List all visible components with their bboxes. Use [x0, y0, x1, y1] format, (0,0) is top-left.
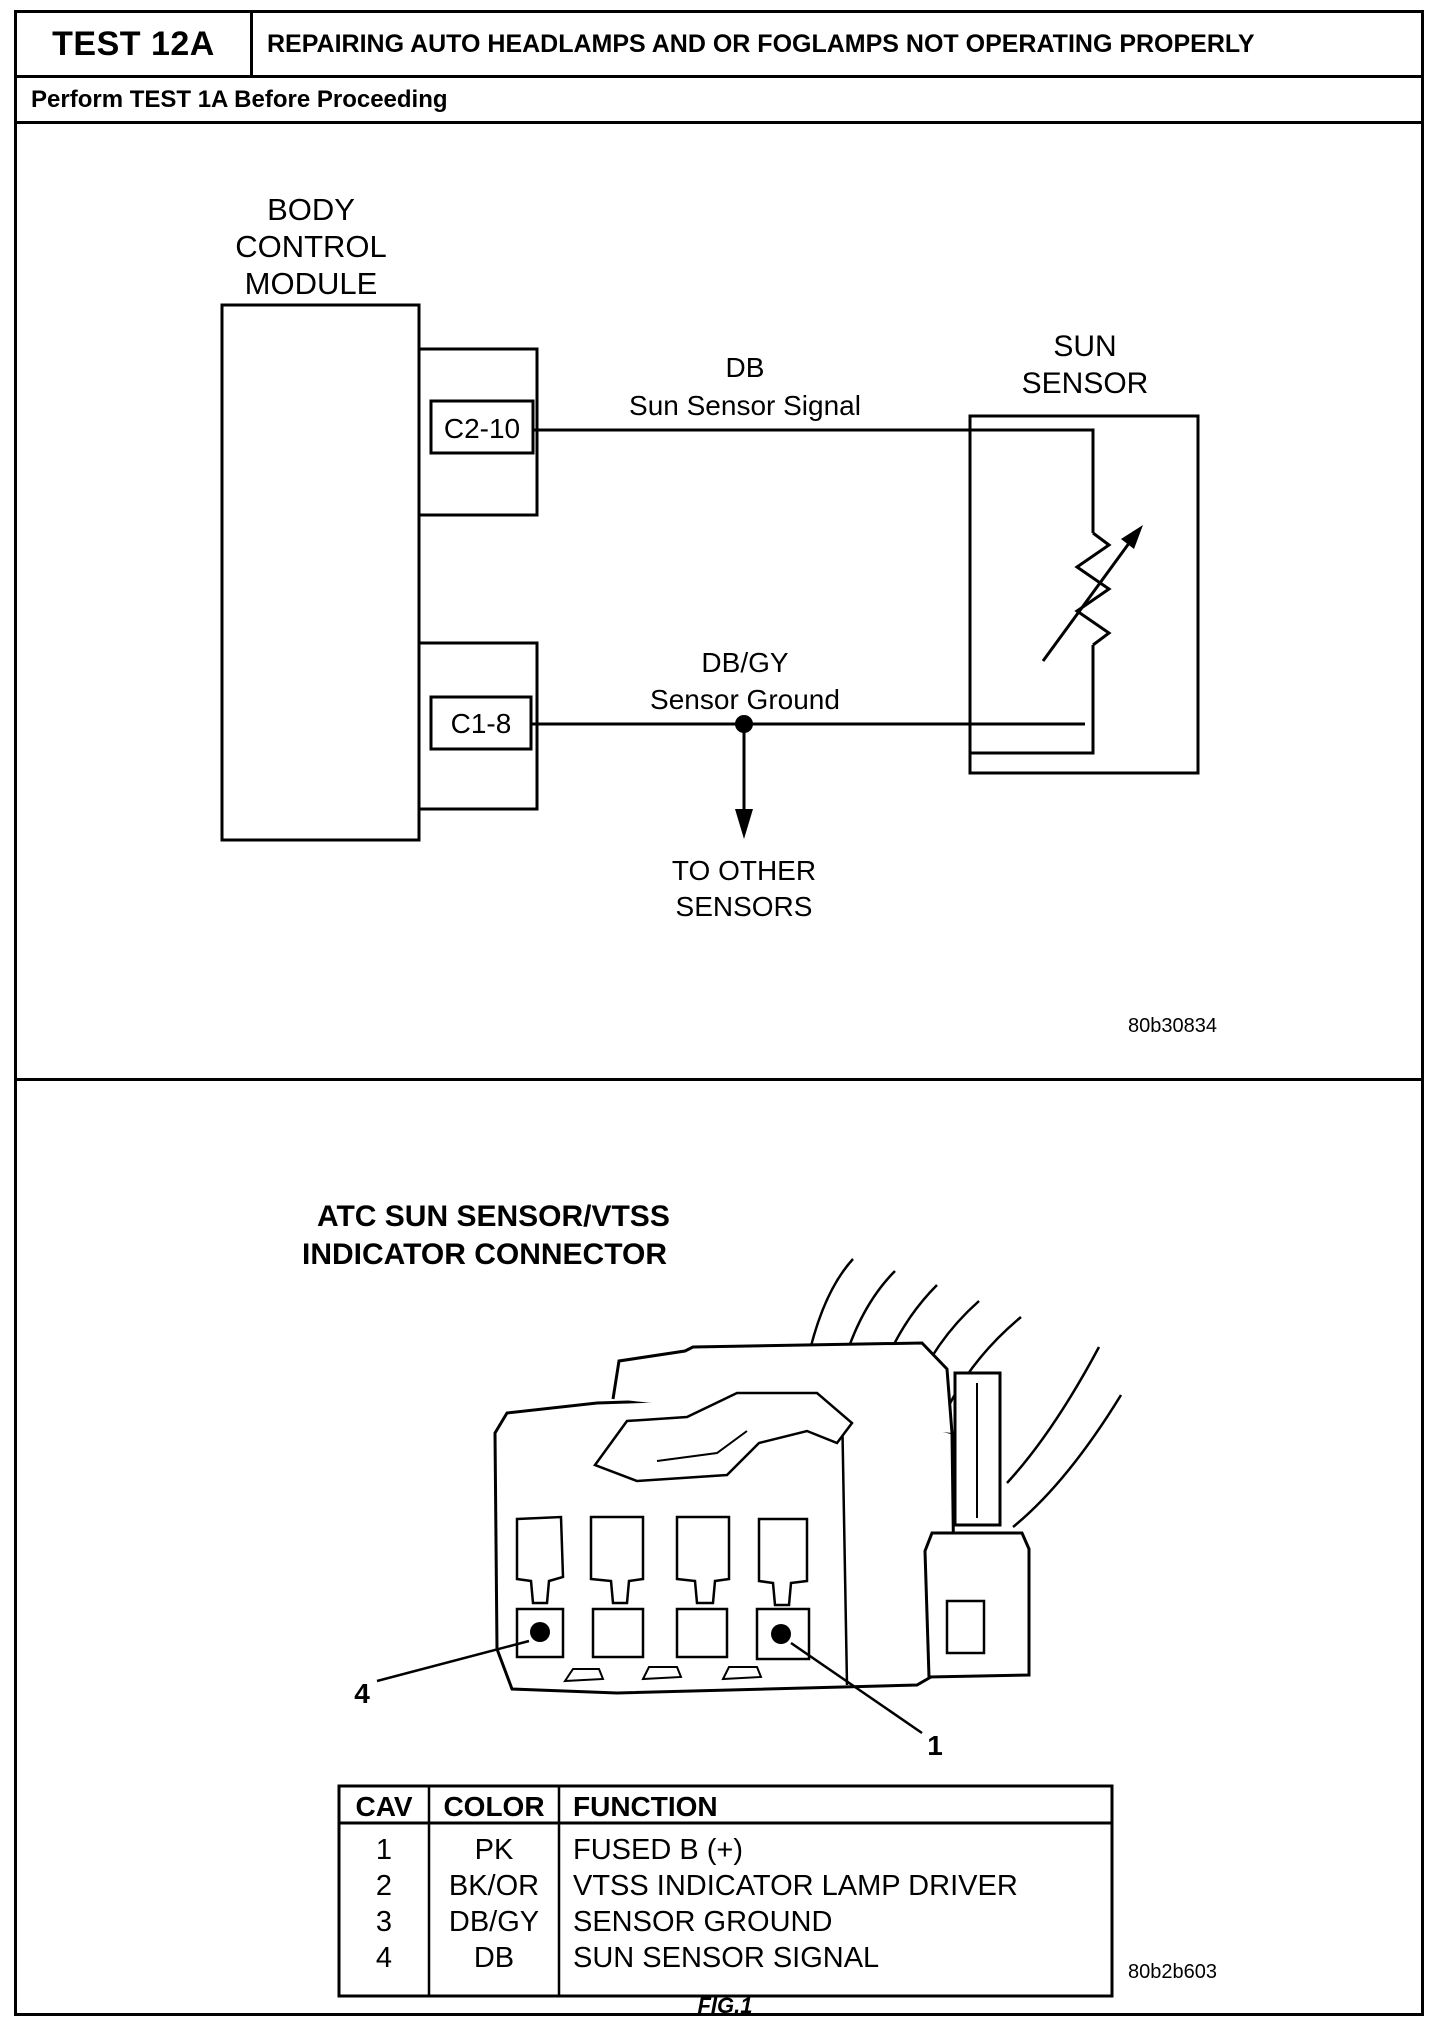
diagram-canvas: BODY CONTROL MODULE C2-10 C1-8 DB Sun Se…	[220, 192, 1217, 2013]
table-row-2-function: VTSS INDICATOR LAMP DRIVER	[573, 1870, 1018, 1902]
latch-ridge	[656, 1430, 748, 1462]
sensor-internal-wire-top	[970, 428, 1095, 533]
cavity-2	[675, 1607, 729, 1659]
figure-code-top: 80b30834	[1128, 1015, 1217, 1037]
table-header-cav: CAV	[355, 1791, 412, 1822]
branch-arrow-head	[735, 809, 753, 839]
table-header-color: COLOR	[443, 1791, 544, 1822]
callout-leader-1	[790, 1641, 923, 1735]
side-terminal-window	[945, 1599, 986, 1655]
thermistor-icon	[1074, 531, 1112, 647]
latch-ramp	[593, 1391, 854, 1483]
table-row-2-color: BK/OR	[449, 1870, 539, 1902]
connector-latch	[611, 1341, 954, 1434]
keying-notches	[563, 1666, 763, 1683]
module-label-line-1: BODY	[267, 192, 355, 227]
table-row-1-function: FUSED B (+)	[573, 1834, 743, 1866]
module-label-line-3: MODULE	[245, 266, 378, 301]
wire-bottom-name: Sensor Ground	[650, 684, 840, 715]
table-row-4-color: DB	[474, 1942, 514, 1974]
sensor-label-line-2: SENSOR	[1022, 367, 1149, 400]
housing-edge-vertical	[840, 1404, 849, 1686]
cavity-3	[591, 1607, 645, 1659]
table-row-3-cav: 3	[376, 1906, 392, 1938]
cavity-table-border	[337, 1784, 1114, 1998]
test-page: TEST 12A REPAIRING AUTO HEADLAMPS AND OR…	[14, 10, 1424, 2016]
connector-title-line-1: ATC SUN SENSOR/VTSS	[317, 1200, 670, 1233]
table-row-1-color: PK	[475, 1834, 514, 1866]
cavity-1-pin-icon	[771, 1624, 791, 1644]
pin-box-bottom	[429, 695, 533, 751]
test-id: TEST 12A	[17, 13, 253, 75]
table-row-1-cav: 1	[376, 1834, 392, 1866]
connector-title-line-2: INDICATOR CONNECTOR	[302, 1238, 667, 1271]
wire-top-color: DB	[726, 352, 765, 383]
module-label-line-2: CONTROL	[235, 229, 387, 264]
body-control-module	[220, 303, 421, 842]
connector-housing-bottom	[417, 641, 539, 811]
table-row-4-cav: 4	[376, 1942, 392, 1974]
callout-leader-4	[376, 1639, 530, 1683]
branch-label-line-1: TO OTHER	[672, 855, 816, 886]
test-title: REPAIRING AUTO HEADLAMPS AND OR FOGLAMPS…	[267, 29, 1255, 58]
sun-sensor-box	[968, 414, 1200, 775]
branch-label-line-2: SENSORS	[676, 891, 813, 922]
figure-caption: FIG.1	[697, 1993, 752, 2013]
table-header-function: FUNCTION	[573, 1791, 718, 1822]
sensor-label-line-1: SUN	[1053, 330, 1116, 363]
pin-box-top	[429, 399, 535, 455]
wire-top-name: Sun Sensor Signal	[629, 390, 861, 421]
figure-code-bottom: 80b2b603	[1128, 1961, 1217, 1983]
connector-housing-top	[417, 347, 539, 517]
variable-arrow-icon	[1121, 525, 1143, 549]
pin-label-top: C2-10	[444, 413, 520, 444]
connector-figure: ATC SUN SENSOR/VTSS INDICATOR CONNECTOR	[302, 1200, 1217, 2013]
callout-label-1: 1	[927, 1730, 943, 1761]
sensor-internal-wire-bottom	[970, 645, 1095, 755]
panel-divider	[17, 1078, 1421, 1081]
table-row-2-cav: 2	[376, 1870, 392, 1902]
cavity-table: CAV COLOR FUNCTION 1 PK FUSED B (+) 2 BK…	[337, 1784, 1114, 1998]
wiring-schematic: BODY CONTROL MODULE C2-10 C1-8 DB Sun Se…	[220, 192, 1217, 1037]
wire-bottom-color: DB/GY	[701, 647, 788, 678]
table-row-3-color: DB/GY	[449, 1906, 539, 1938]
variable-arrow-shaft	[1041, 534, 1137, 662]
callout-label-4: 4	[354, 1678, 370, 1709]
pin-label-bottom: C1-8	[451, 708, 512, 739]
table-row-4-function: SUN SENSOR SIGNAL	[573, 1942, 879, 1974]
table-row-3-function: SENSOR GROUND	[573, 1906, 832, 1938]
cavity-4-pin-icon	[530, 1622, 550, 1642]
header-row: TEST 12A REPAIRING AUTO HEADLAMPS AND OR…	[17, 13, 1421, 78]
prerequisite-note: Perform TEST 1A Before Proceeding	[17, 78, 1421, 124]
upper-cavities	[515, 1515, 809, 1607]
